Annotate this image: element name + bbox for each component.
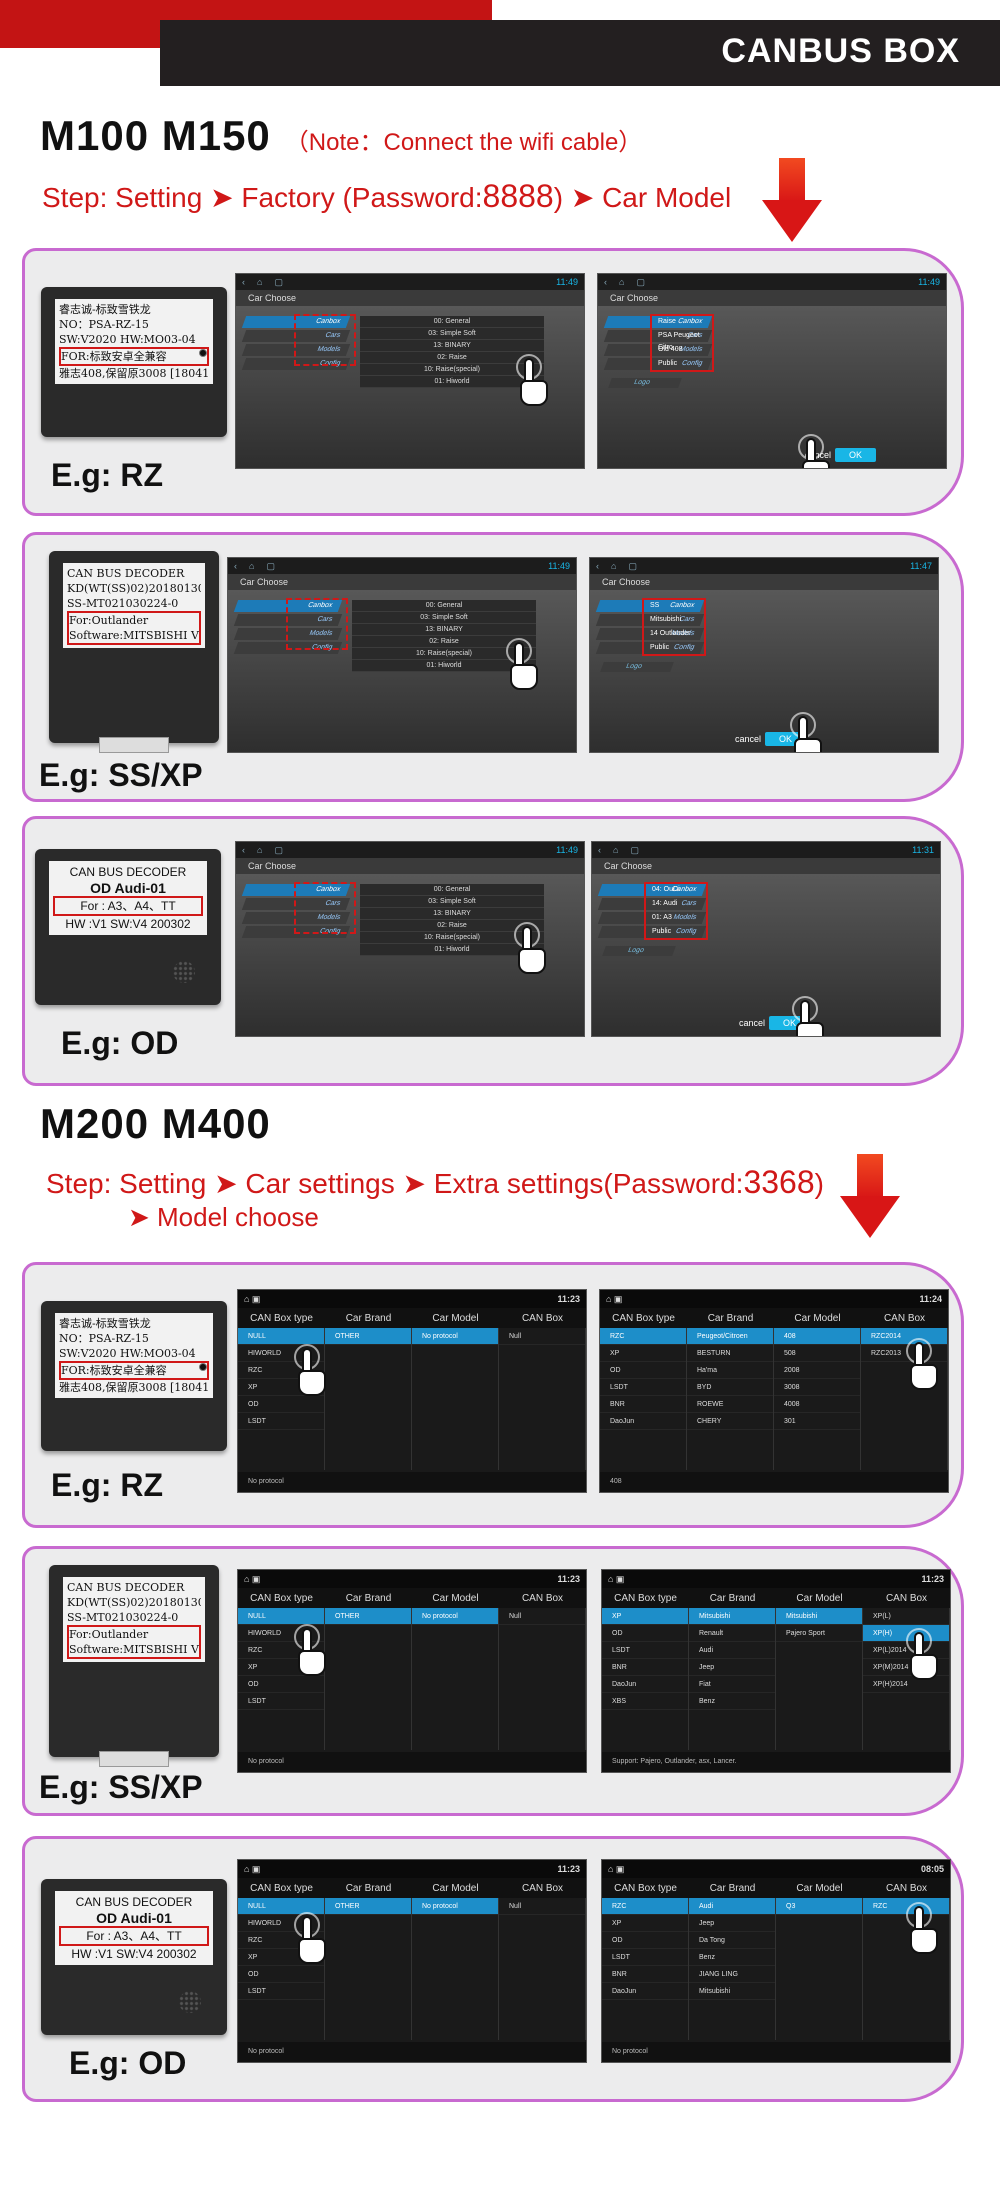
password-8888: 8888: [482, 178, 554, 214]
section1-title: M100 M150 （Note：Connect the wifi cable）: [40, 112, 642, 160]
hand-pointer-icon: [902, 1628, 942, 1682]
port-icon: [199, 1363, 207, 1371]
speaker-grille-icon: [179, 1991, 201, 2013]
step-prefix: Step: Setting ➤ Factory (Password:: [42, 182, 483, 213]
down-arrow-icon: [762, 158, 822, 244]
hand-pointer-icon: [510, 922, 550, 976]
highlight-box: [294, 314, 356, 366]
section2-title: M200 M400: [40, 1100, 271, 1147]
example-label-rz: E.g: RZ: [51, 1467, 163, 1503]
example-label-od: E.g: OD: [61, 1025, 179, 1061]
step-suffix: ) ➤ Car Model: [553, 182, 732, 213]
connector-icon: [99, 737, 169, 753]
password-3368: 3368: [743, 1164, 815, 1200]
hand-pointer-icon: [290, 1624, 330, 1678]
hand-pointer-icon: [788, 996, 828, 1036]
hand-pointer-icon: [902, 1902, 942, 1956]
port-icon: [199, 349, 207, 357]
example-label-rz: E.g: RZ: [51, 457, 163, 493]
hand-pointer-icon: [290, 1912, 330, 1966]
down-arrow-icon: [840, 1154, 900, 1240]
ok-button[interactable]: OK: [834, 448, 876, 462]
example-label-ss: E.g: SS/XP: [39, 1769, 203, 1805]
header-bar: [160, 20, 1000, 86]
hand-pointer-icon: [794, 434, 834, 468]
connector-icon: [99, 1751, 169, 1767]
hand-pointer-icon: [512, 354, 552, 408]
speaker-grille-icon: [173, 961, 195, 983]
section1-note: （Note：Connect the wifi cable）: [284, 129, 643, 156]
section1-models: M100 M150: [40, 112, 271, 159]
section2-step-line2: ➤ Model choose: [128, 1202, 319, 1232]
hand-pointer-icon: [290, 1344, 330, 1398]
section2-step-line1: Step: Setting ➤ Car settings ➤ Extra set…: [46, 1164, 824, 1200]
example-label-od: E.g: OD: [69, 2045, 187, 2081]
hand-pointer-icon: [786, 712, 826, 752]
example-label-ss: E.g: SS/XP: [39, 757, 203, 793]
section1-step: Step: Setting ➤ Factory (Password:8888) …: [42, 178, 731, 215]
hand-pointer-icon: [502, 638, 542, 692]
header-title: CANBUS BOX: [721, 32, 960, 70]
hand-pointer-icon: [902, 1338, 942, 1392]
